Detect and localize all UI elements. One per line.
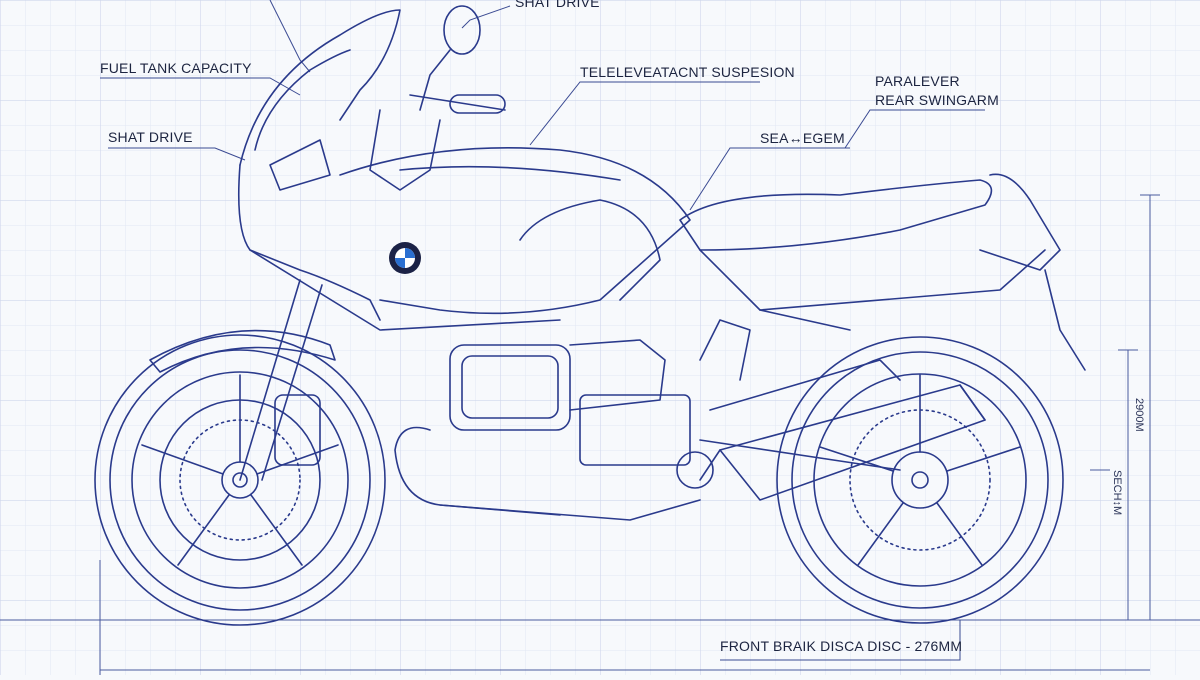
swingarm	[699, 359, 901, 471]
label-telelever-suspension: TELELEVEATACNT SUSPESION	[580, 64, 795, 80]
label-seat-height: SEA↔EGEM	[760, 130, 845, 146]
label-shaft-drive: SHAT DRIVE	[108, 129, 193, 145]
front-fork	[149, 279, 336, 481]
label-shaft-drive-top: SHAT DRIVE	[515, 0, 600, 10]
front-wheel	[94, 334, 386, 626]
bmw-logo-icon	[389, 242, 421, 274]
label-fuel-tank-capacity: FUEL TANK CAPACITY	[100, 60, 252, 76]
exhaust	[699, 384, 986, 501]
label-rear-swingarm: REAR SWINGARM	[875, 92, 999, 108]
engine	[394, 319, 751, 521]
label-paralever: PARALEVER	[875, 73, 960, 89]
tail-section	[699, 249, 1086, 371]
seat	[679, 173, 1061, 271]
front-fairing	[237, 9, 561, 331]
fuel-tank	[339, 147, 691, 315]
leader-lines	[100, 0, 985, 661]
dimension-seat: SECH↕M	[1111, 470, 1123, 516]
motorcycle-drawing	[94, 5, 1086, 626]
rear-wheel	[776, 336, 1064, 624]
label-front-brake-disc: FRONT BRAIK DISCA DISC - 276MM	[720, 638, 963, 654]
dimension-overall-height: 2900M	[1133, 398, 1145, 432]
